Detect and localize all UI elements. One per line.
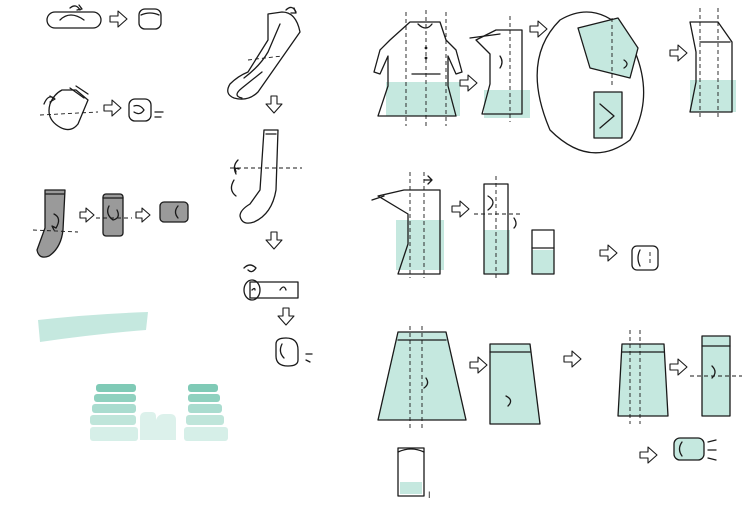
arrow-icon — [109, 10, 128, 28]
ankle-sock-roll-sequence — [39, 85, 164, 131]
long-sock-fold-sequence — [227, 6, 313, 367]
ankle-sock — [39, 85, 99, 131]
half-folded-grey-sock — [96, 193, 132, 237]
arrow-icon — [135, 207, 151, 223]
dress-one-side — [371, 172, 444, 278]
mint-brush-stroke — [38, 312, 148, 342]
skirt-fold-sequence: I — [377, 326, 742, 500]
skirt-flat — [377, 326, 467, 428]
arrow-down-icon — [277, 307, 295, 326]
arrow-down-icon — [265, 231, 283, 250]
arrow-icon — [79, 207, 95, 223]
stacked-drawer-rolls — [90, 384, 228, 441]
rolled-dress — [631, 245, 659, 271]
arrow-icon — [459, 74, 478, 92]
flat-sock — [46, 4, 102, 29]
arrow-icon — [451, 200, 470, 218]
arrow-icon — [669, 44, 688, 62]
skirt-half — [489, 343, 541, 425]
skirt-strip — [690, 335, 742, 417]
right-roll-stack — [184, 384, 228, 441]
long-sock-pair — [227, 6, 301, 100]
dress-fold-sequence — [371, 8, 736, 280]
dress-detail-callout — [536, 11, 645, 154]
grey-sock — [32, 189, 79, 258]
rolled-skirt — [673, 437, 717, 461]
rolled-grey-sock — [159, 201, 189, 223]
grey-sock-fold-sequence — [32, 189, 189, 258]
arrow-icon — [669, 358, 688, 376]
folded-long-sock — [230, 129, 302, 224]
sock-roll-sequence — [46, 4, 162, 30]
skirt-third — [617, 330, 669, 424]
arrow-icon — [529, 20, 548, 38]
rolled-sock — [138, 8, 162, 30]
dress-sleeve-folded — [469, 16, 530, 122]
dress-flat — [373, 10, 463, 126]
arrow-icon — [599, 244, 618, 262]
dress-folded-block — [531, 229, 555, 275]
rolled-long-sock — [275, 337, 313, 367]
arrow-icon — [563, 350, 582, 368]
dress-half-folded — [689, 8, 736, 118]
dress-narrow — [474, 176, 520, 280]
arrow-icon — [469, 356, 488, 374]
skirt-final-step-mark: I — [428, 490, 431, 500]
middle-sock-pair — [140, 412, 176, 440]
skirt-folded-final: I — [397, 447, 431, 500]
arrow-icon — [639, 446, 658, 464]
arrow-down-icon — [265, 95, 283, 114]
left-roll-stack — [90, 384, 138, 441]
long-sock-roll — [243, 264, 299, 301]
rolled-ankle-sock — [128, 98, 164, 122]
arrow-icon — [103, 99, 122, 117]
